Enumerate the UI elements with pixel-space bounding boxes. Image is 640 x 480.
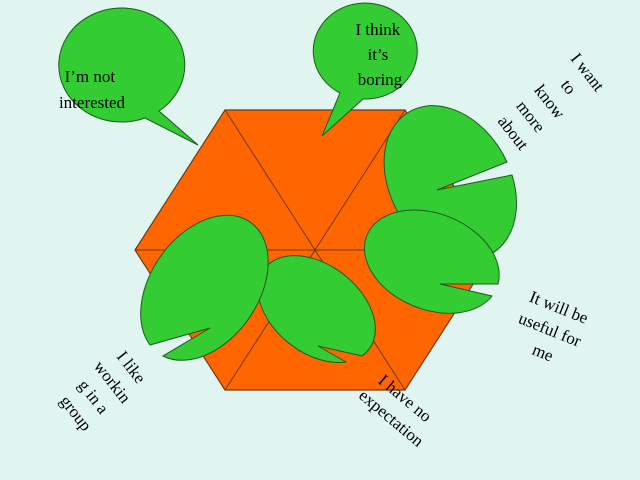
speech-bubble-boring: I think it’s boring <box>312 2 418 137</box>
bubble-shape <box>140 214 269 361</box>
speech-bubble-useful: It will be useful for me <box>363 209 597 374</box>
bubble-shape <box>257 255 376 363</box>
bubble-shape <box>312 2 418 137</box>
bubble-text: It will be useful for me <box>507 286 597 374</box>
bubble-text: I’m not interested <box>59 67 126 112</box>
bubble-text: I think it’s boring <box>355 20 404 89</box>
bubble-text: I like workin g in a group <box>52 342 156 439</box>
bubble-shape <box>58 7 199 146</box>
bubble-shape <box>363 209 500 314</box>
speech-bubble-not-interested: I’m not interested <box>58 7 199 146</box>
bubble-text: I want to know more about <box>491 49 611 157</box>
